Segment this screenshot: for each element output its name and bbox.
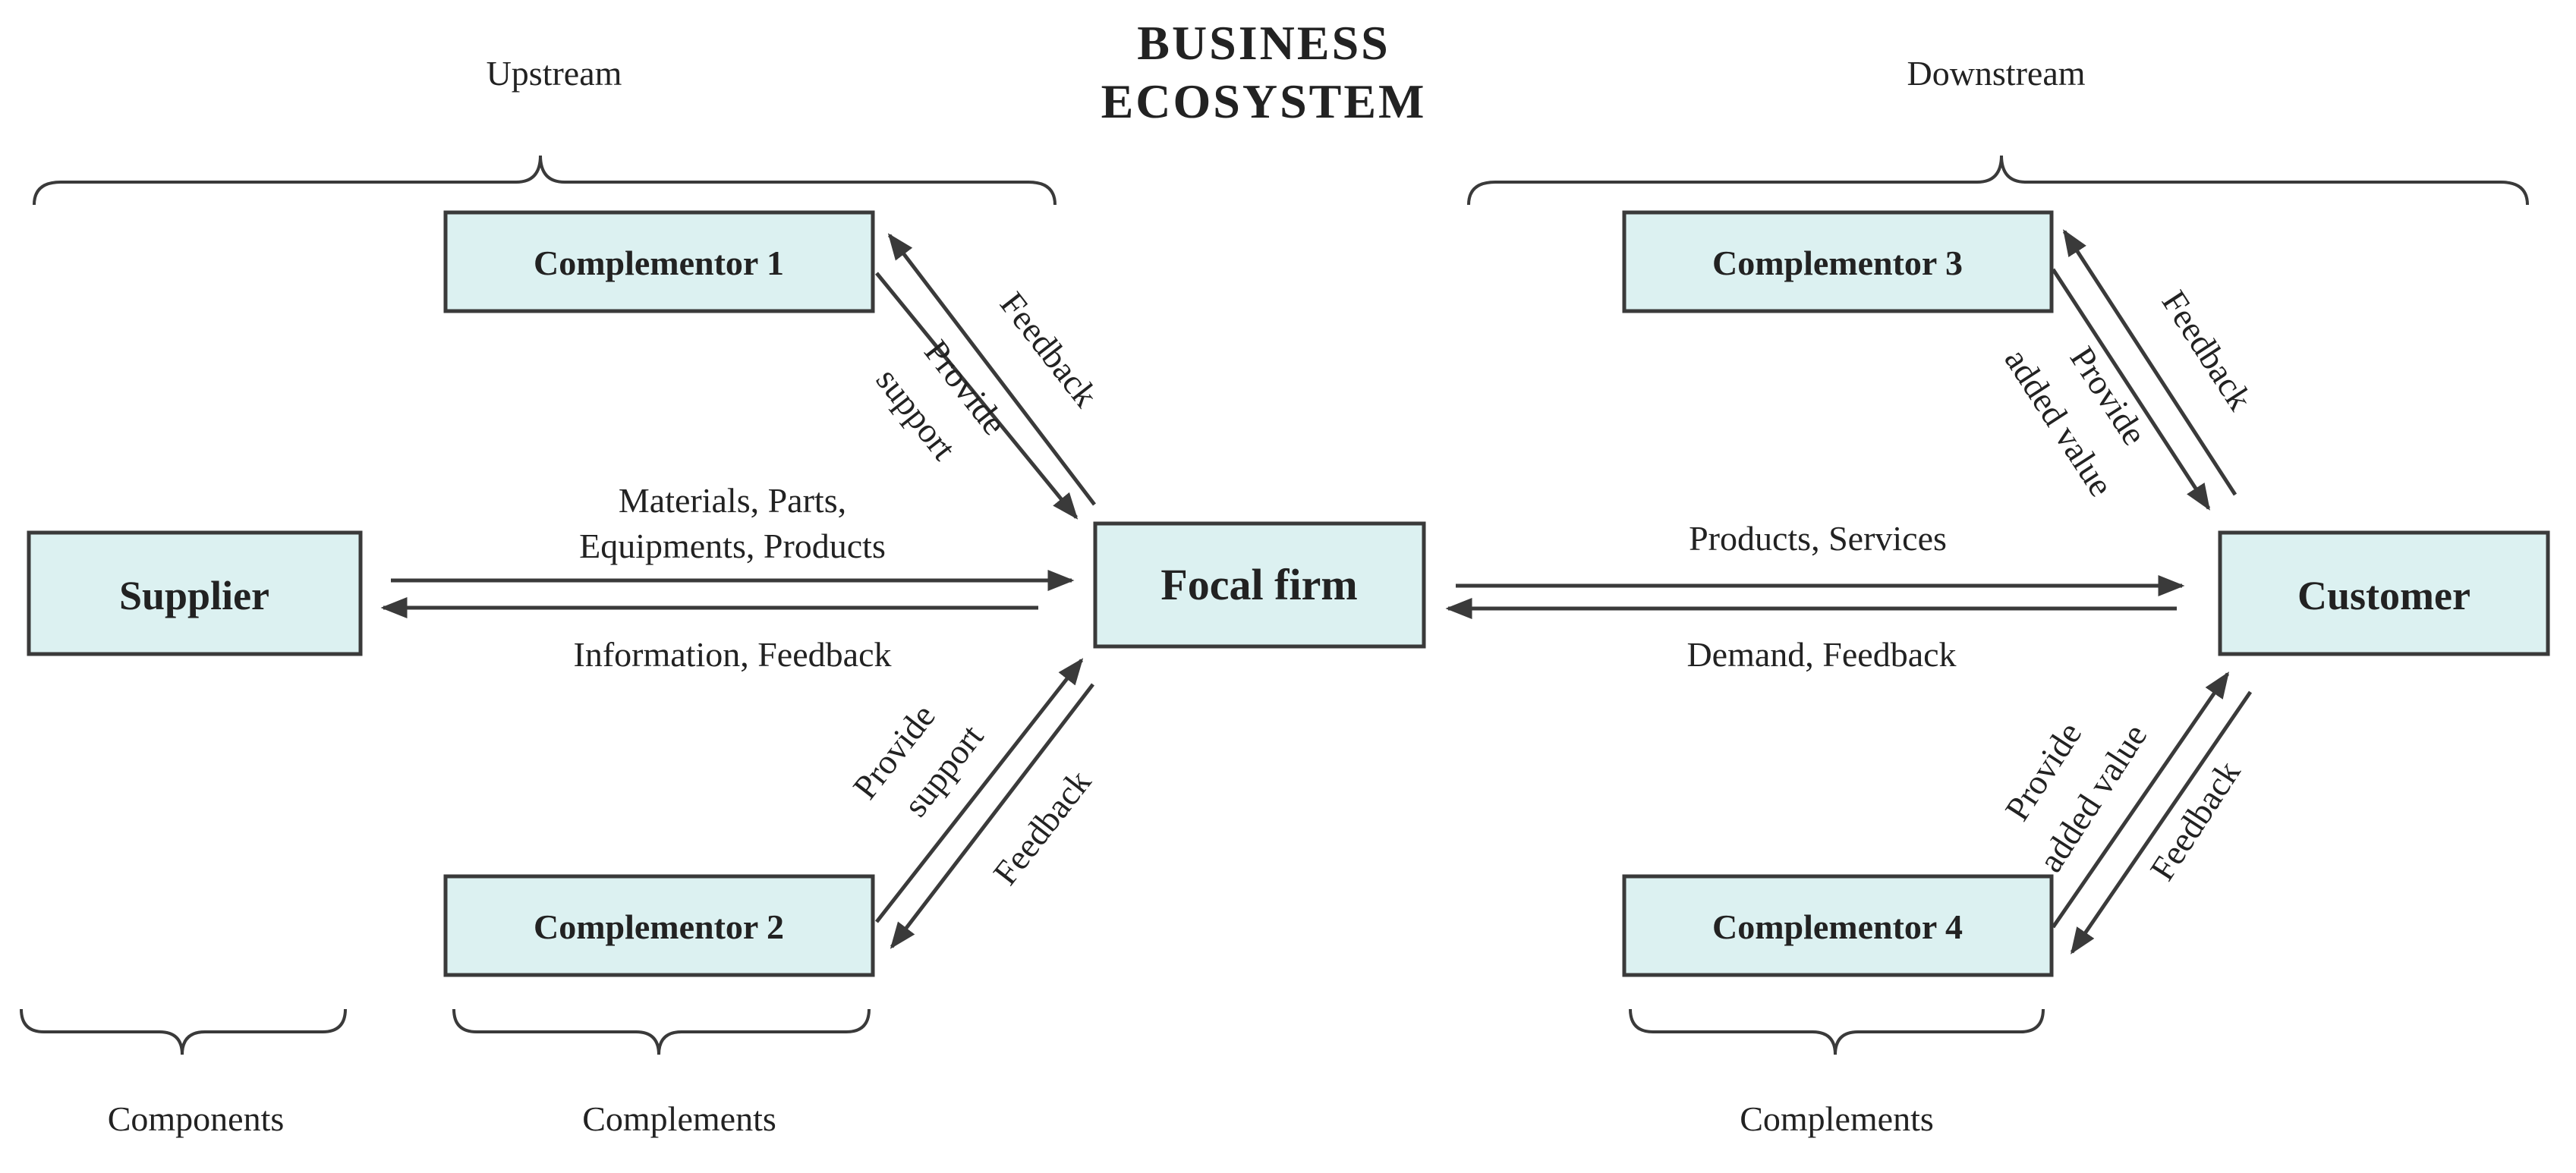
customer-label: Customer (2297, 573, 2471, 618)
upstream-label: Upstream (487, 54, 622, 93)
downstream-brace (1467, 155, 2529, 206)
focal-firm-label: Focal firm (1160, 560, 1357, 609)
c2-provide-support-arrow (875, 658, 1084, 923)
focal-firm-node: Focal firm (1093, 521, 1426, 649)
complementor-2-node: Complementor 2 (443, 874, 875, 977)
diagram-title-line2: ECOSYSTEM (1101, 74, 1427, 128)
c2-feedback-label: Feedback (985, 763, 1098, 892)
complements-left-label: Complements (582, 1099, 776, 1138)
supplier-label: Supplier (119, 573, 269, 618)
complementor-1-label: Complementor 1 (534, 244, 784, 282)
c4-provide-value-arrow (2051, 671, 2230, 929)
complementor-3-label: Complementor 3 (1712, 244, 1963, 282)
c1-feedback-arrow (887, 233, 1096, 506)
c2-feedback-arrow (890, 683, 1094, 949)
components-label: Components (108, 1099, 285, 1138)
downstream-label: Downstream (1907, 54, 2085, 93)
focal-to-customer-label: Products, Services (1689, 519, 1947, 558)
supplier-to-focal-label-line2: Equipments, Products (579, 527, 886, 565)
complementor-3-node: Complementor 3 (1622, 210, 2054, 313)
complementor-4-node: Complementor 4 (1622, 874, 2054, 977)
c3-provide-value-arrow (2051, 268, 2211, 511)
c1-provide-support-arrow (875, 272, 1079, 520)
supplier-to-focal-label-line1: Materials, Parts, (619, 481, 846, 520)
complements-left-brace (452, 1008, 871, 1055)
complementor-1-node: Complementor 1 (443, 210, 875, 313)
complements-right-label: Complements (1740, 1099, 1934, 1138)
complementor-4-label: Complementor 4 (1712, 907, 1963, 946)
complementor-2-label: Complementor 2 (534, 907, 784, 946)
focal-to-supplier-label: Information, Feedback (574, 635, 892, 674)
customer-node: Customer (2218, 530, 2550, 656)
components-brace (20, 1008, 347, 1055)
complements-right-brace (1629, 1008, 2045, 1055)
upstream-brace (33, 155, 1057, 206)
diagram-title-line1: BUSINESS (1137, 16, 1390, 70)
c3-feedback-arrow (2062, 229, 2237, 496)
supplier-node: Supplier (27, 530, 363, 656)
customer-to-focal-label: Demand, Feedback (1686, 635, 1956, 674)
c4-feedback-arrow (2070, 690, 2253, 954)
